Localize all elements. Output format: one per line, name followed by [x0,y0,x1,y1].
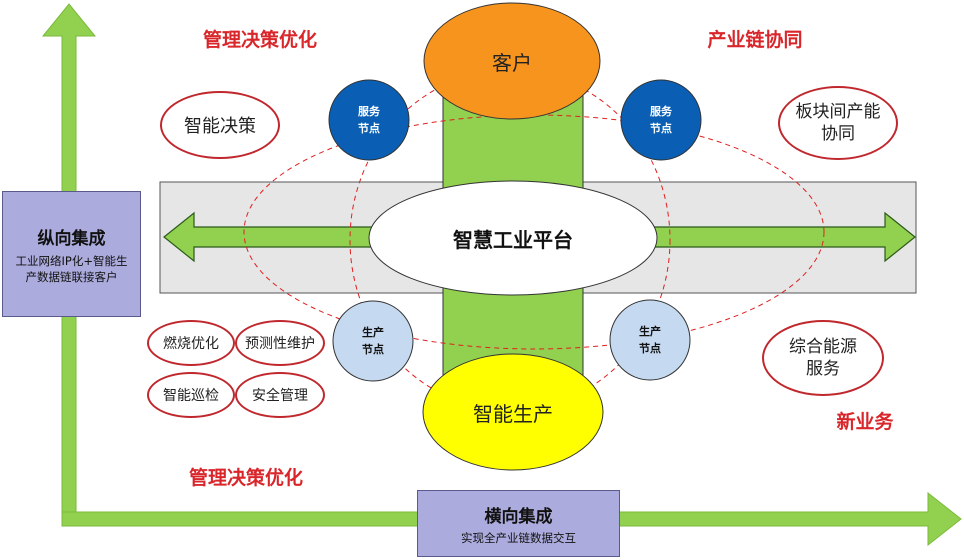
plate-capacity-line2: 协同 [821,124,855,144]
service-node-right-line1: 服务 [650,105,672,118]
predictive-maintenance-oval: 预测性维护 [235,320,325,366]
horizontal-integration-box: 横向集成 实现全产业链数据交互 [417,490,620,557]
vertical-integration-title: 纵向集成 [37,228,106,249]
production-node-right-line1: 生产 [639,325,661,338]
combustion-optimization-oval: 燃烧优化 [147,320,235,366]
plate-capacity-oval: 板块间产能 协同 [778,86,898,160]
platform-ellipse [368,180,658,296]
mgmt-decision-top-label: 管理决策优化 [202,28,317,51]
industry-chain-label: 产业链协同 [707,28,803,51]
service-node-left-line2: 节点 [358,122,380,135]
production-node-left [332,300,414,382]
production-node-left-line1: 生产 [362,326,384,339]
vertical-integration-subtitle-line1: 工业网络IP化+智能生 [15,253,128,268]
production-ellipse [422,353,604,471]
vertical-integration-box: 纵向集成 工业网络IP化+智能生 产数据链联接客户 [2,191,141,317]
production-node-right-line2: 节点 [639,342,661,355]
service-node-left [328,79,410,161]
service-node-left-line1: 服务 [358,105,380,118]
production-node-right [609,299,691,381]
platform-label: 智慧工业平台 [453,227,573,252]
smart-patrol-oval: 智能巡检 [147,372,235,418]
customer-label: 客户 [492,50,532,75]
service-node-right-line2: 节点 [650,122,672,135]
production-node-right-label: 生产 节点 [610,320,690,360]
new-business-label: 新业务 [836,410,894,433]
customer-ellipse [423,2,601,120]
smart-decision-oval: 智能决策 [160,91,280,159]
service-node-right [620,79,702,161]
horizontal-integration-subtitle: 实现全产业链数据交互 [461,530,576,545]
energy-service-line2: 服务 [806,359,840,379]
service-node-left-label: 服务 节点 [329,100,409,140]
energy-service-oval: 综合能源 服务 [762,320,884,396]
energy-service-line1: 综合能源 [789,337,857,357]
safety-management-oval: 安全管理 [235,372,325,418]
horizontal-integration-title: 横向集成 [484,506,553,527]
plate-capacity-line1: 板块间产能 [795,102,881,122]
production-node-left-line2: 节点 [362,343,384,356]
production-node-left-label: 生产 节点 [333,321,413,361]
service-node-right-label: 服务 节点 [621,100,701,140]
production-label: 智能生产 [473,401,553,426]
mgmt-decision-bottom-label: 管理决策优化 [188,466,303,489]
vertical-integration-subtitle-line2: 产数据链联接客户 [25,269,118,284]
